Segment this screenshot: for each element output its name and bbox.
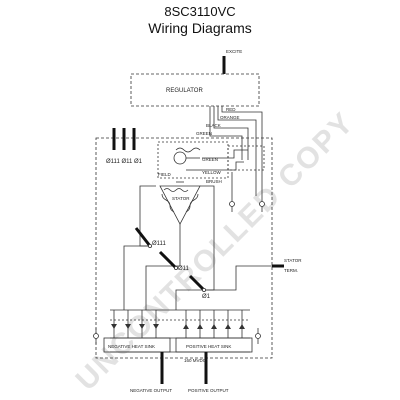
stator-coil-right	[185, 193, 199, 213]
phase-11-label: Ø11	[178, 266, 190, 272]
wire-orange	[217, 106, 257, 196]
lamp-4-icon	[255, 333, 261, 339]
lamp-2-icon	[259, 201, 265, 207]
phase-1-label: Ø1	[202, 294, 211, 300]
diode-5	[183, 324, 189, 329]
diagram-subtitle: Wiring Diagrams	[148, 20, 252, 36]
heavy-terminals	[112, 128, 284, 292]
positive-output-label: POSITIVE OUTPUT	[188, 388, 229, 393]
diode-7	[211, 324, 217, 329]
field-coil	[175, 147, 201, 153]
phase-111-label: Ø111	[152, 241, 166, 247]
diode-8	[225, 324, 231, 329]
phase-1-bolt	[188, 274, 206, 292]
lamp-1-icon	[229, 201, 235, 207]
negative-output-label: NEGATIVE OUTPUT	[130, 388, 172, 393]
green-top-label: GREEN	[196, 131, 212, 136]
orange-label: ORANGE	[220, 115, 240, 120]
wire-green-top	[209, 106, 243, 160]
stator-term-label-1: STATOR	[284, 258, 302, 263]
wiring-lines	[95, 56, 273, 384]
node-phase-1	[201, 287, 206, 292]
green-mid-label: GREEN	[202, 157, 218, 162]
brush-circle	[173, 151, 187, 165]
diode-6	[197, 324, 203, 329]
stator-label: STATOR	[172, 196, 190, 201]
brush-label: BRUSH	[206, 179, 222, 184]
stator-coil-top	[163, 188, 189, 192]
phase-1-bus	[175, 289, 204, 310]
diagram-model: 8SC3110VC	[164, 4, 236, 19]
diode-4	[153, 324, 159, 329]
black-label: BLACK	[206, 123, 221, 128]
diode-3	[139, 324, 145, 329]
stator-term-label-2: TERM.	[284, 268, 298, 273]
wire-red	[221, 106, 263, 200]
phase-111-bus	[123, 245, 150, 310]
phases-label: Ø111 Ø11 Ø1	[106, 159, 143, 165]
phase-11-wire	[170, 224, 181, 267]
diode-9	[239, 324, 245, 329]
stator-term-wire	[204, 265, 272, 291]
alternator-housing	[95, 137, 273, 359]
phase-11-bolt	[158, 250, 178, 270]
red-label: RED	[226, 107, 236, 112]
positive-heat-sink-label: POSITIVE HEAT SINK	[186, 344, 231, 349]
node-phase-11	[173, 265, 178, 270]
voltage-label: 160 MVDC	[184, 358, 207, 363]
node-phase-111	[147, 243, 152, 248]
diode-symbols	[111, 324, 245, 329]
wire-black	[213, 106, 249, 160]
wire-field-green	[202, 149, 248, 159]
wire-field-yellow	[202, 161, 244, 171]
stator-triangle	[159, 185, 201, 225]
phase-111-bolt	[134, 227, 152, 247]
lamp-symbols	[93, 201, 265, 339]
negative-heat-sink-label: NEGATIVE HEAT SINK	[108, 344, 155, 349]
regulator-label: REGULATOR	[166, 88, 203, 94]
diode-2	[125, 324, 131, 329]
stator-coil-left	[161, 193, 175, 213]
field-label: FIELD	[158, 172, 172, 177]
diode-1	[111, 324, 117, 329]
regulator-terminal-box	[227, 145, 265, 171]
excite-label: EXCITE	[226, 49, 242, 54]
phase-11-bus	[145, 265, 170, 310]
yellow-label: YELLOW	[202, 170, 222, 175]
lamp-3-icon	[93, 333, 99, 339]
